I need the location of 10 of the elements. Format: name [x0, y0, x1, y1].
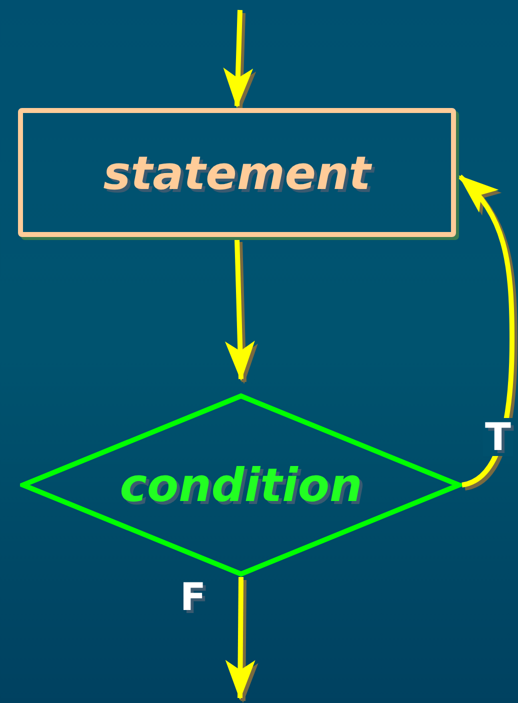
node-label: statement [103, 150, 371, 196]
edge-label: T [483, 418, 513, 456]
arrow [224, 238, 255, 381]
process-box [18, 108, 456, 237]
node-label: condition [120, 462, 362, 508]
arrow [458, 174, 514, 488]
decision-diamond [20, 393, 462, 577]
edge-label: F [180, 578, 206, 616]
arrow [225, 576, 256, 700]
arrow [223, 10, 254, 108]
